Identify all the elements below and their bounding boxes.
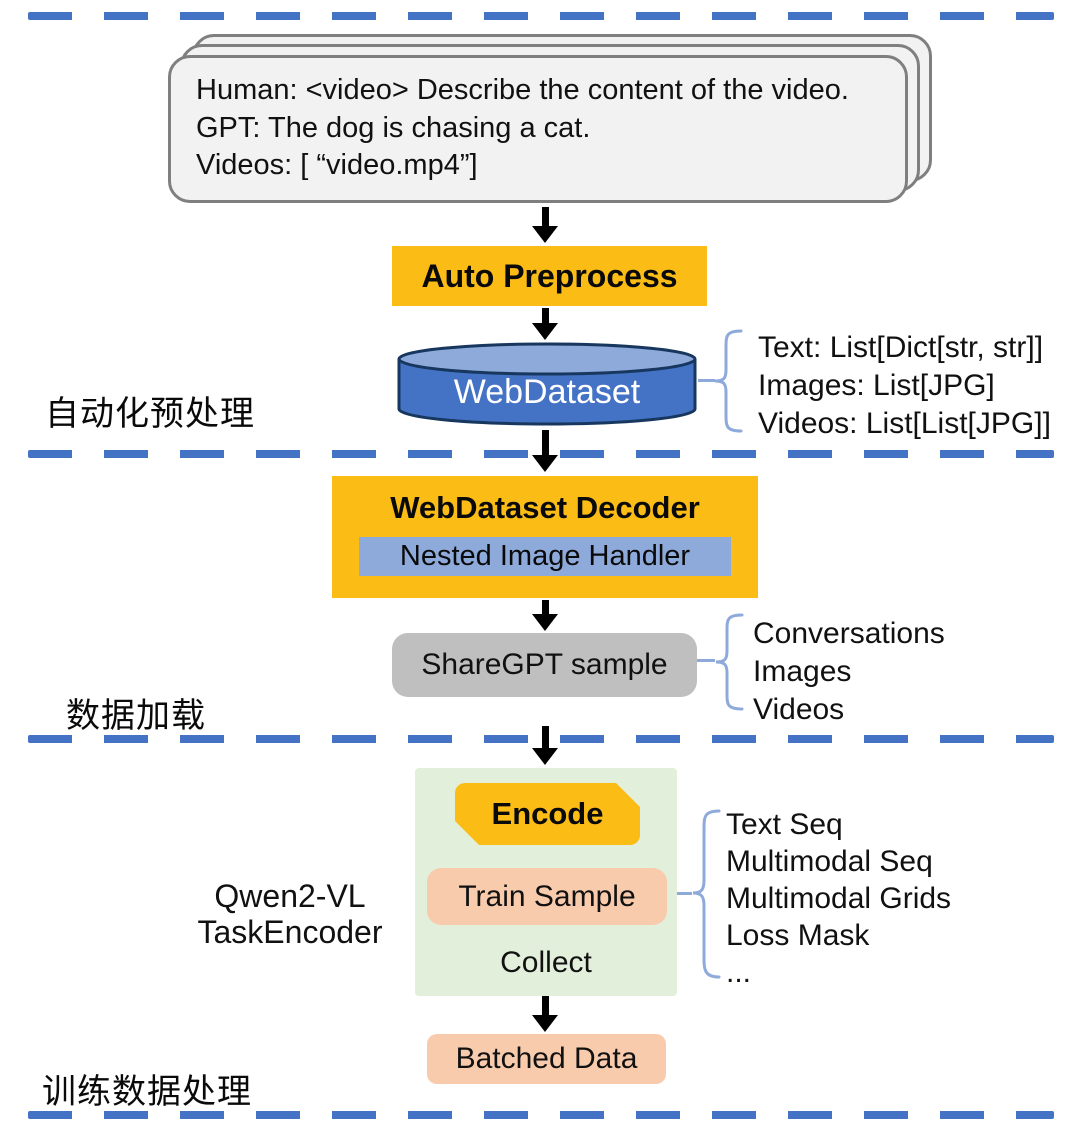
sample-card-content: Human: <video> Describe the content of t…	[196, 72, 896, 185]
batched-data-label: Batched Data	[455, 1042, 638, 1075]
train-sample-box: Train Sample	[427, 868, 667, 925]
webdataset-outputs: Text: List[Dict[str, str]] Images: List[…	[758, 329, 1051, 443]
sharegpt-outputs: Conversations Images Videos	[753, 615, 945, 729]
sample-line-videos: Videos: [ “video.mp4”]	[196, 149, 478, 181]
task-encoder-caption-line1: Qwen2-VL	[214, 878, 366, 914]
arrow-decoder-to-sharegpt	[532, 600, 558, 631]
section-divider-top	[28, 12, 1054, 20]
train-sample-label: Train Sample	[458, 879, 636, 913]
section-label-loading: 数据加载	[66, 697, 206, 735]
section-divider-preprocess	[28, 450, 1054, 458]
sample-line-human: Human: <video> Describe the content of t…	[196, 74, 849, 106]
webdataset-decoder-box: WebDataset Decoder Nested Image Handler	[332, 476, 758, 598]
task-encoder-caption-line2: TaskEncoder	[197, 914, 383, 950]
encoder-output-text-seq: Text Seq	[726, 808, 843, 841]
sample-card-front	[168, 55, 908, 203]
webdataset-label: WebDataset	[453, 373, 641, 411]
auto-preprocess-box: Auto Preprocess	[392, 246, 707, 306]
webdataset-output-videos: Videos: List[List[JPG]]	[758, 407, 1051, 440]
nested-image-handler-label: Nested Image Handler	[399, 540, 691, 572]
sharegpt-brace-connector	[697, 659, 715, 662]
batched-data-box: Batched Data	[427, 1034, 666, 1084]
sharegpt-output-images: Images	[753, 655, 852, 688]
sharegpt-output-conversations: Conversations	[753, 617, 945, 650]
arrow-encoder-to-batched	[532, 996, 558, 1032]
task-encoder-caption: Qwen2-VL TaskEncoder	[168, 878, 412, 950]
collect-label: Collect	[500, 946, 592, 979]
encode-tag: Encode	[455, 783, 640, 845]
sharegpt-brace-icon	[715, 613, 744, 711]
webdataset-decoder-title: WebDataset Decoder	[390, 490, 700, 525]
arrow-sharegpt-to-encoder	[532, 726, 558, 765]
webdataset-brace-icon	[714, 329, 743, 433]
webdataset-output-text: Text: List[Dict[str, str]]	[758, 331, 1044, 364]
section-label-training: 训练数据处理	[42, 1073, 252, 1111]
sample-line-gpt: GPT: The dog is chasing a cat.	[196, 111, 591, 144]
arrow-card-to-preprocess	[532, 207, 558, 243]
encoder-outputs: Text Seq Multimodal Seq Multimodal Grids…	[726, 806, 951, 991]
section-divider-bottom	[28, 1111, 1054, 1119]
webdataset-output-images: Images: List[JPG]	[758, 369, 995, 402]
encoder-output-ellipsis: ...	[726, 956, 752, 989]
nested-image-handler-box: Nested Image Handler	[359, 537, 731, 576]
arrow-webdataset-to-decoder	[532, 430, 558, 472]
encoder-brace-connector	[677, 892, 692, 895]
section-label-preprocess: 自动化预处理	[45, 395, 255, 433]
encoder-output-multimodal-seq: Multimodal Seq	[726, 845, 933, 878]
sharegpt-sample-label: ShareGPT sample	[421, 648, 668, 681]
encoder-output-loss-mask: Loss Mask	[726, 919, 870, 952]
arrow-preprocess-to-webdataset	[532, 308, 558, 340]
auto-preprocess-label: Auto Preprocess	[421, 257, 678, 294]
sharegpt-output-videos: Videos	[753, 693, 845, 726]
encoder-brace-icon	[692, 809, 721, 979]
webdataset-brace-connector	[698, 379, 715, 382]
encode-label: Encode	[491, 796, 604, 831]
sharegpt-sample-box: ShareGPT sample	[392, 633, 697, 697]
webdataset-cylinder: WebDataset	[396, 341, 698, 429]
database-icon	[397, 342, 697, 426]
section-divider-loading	[28, 735, 1054, 743]
encoder-output-multimodal-grids: Multimodal Grids	[726, 882, 952, 915]
